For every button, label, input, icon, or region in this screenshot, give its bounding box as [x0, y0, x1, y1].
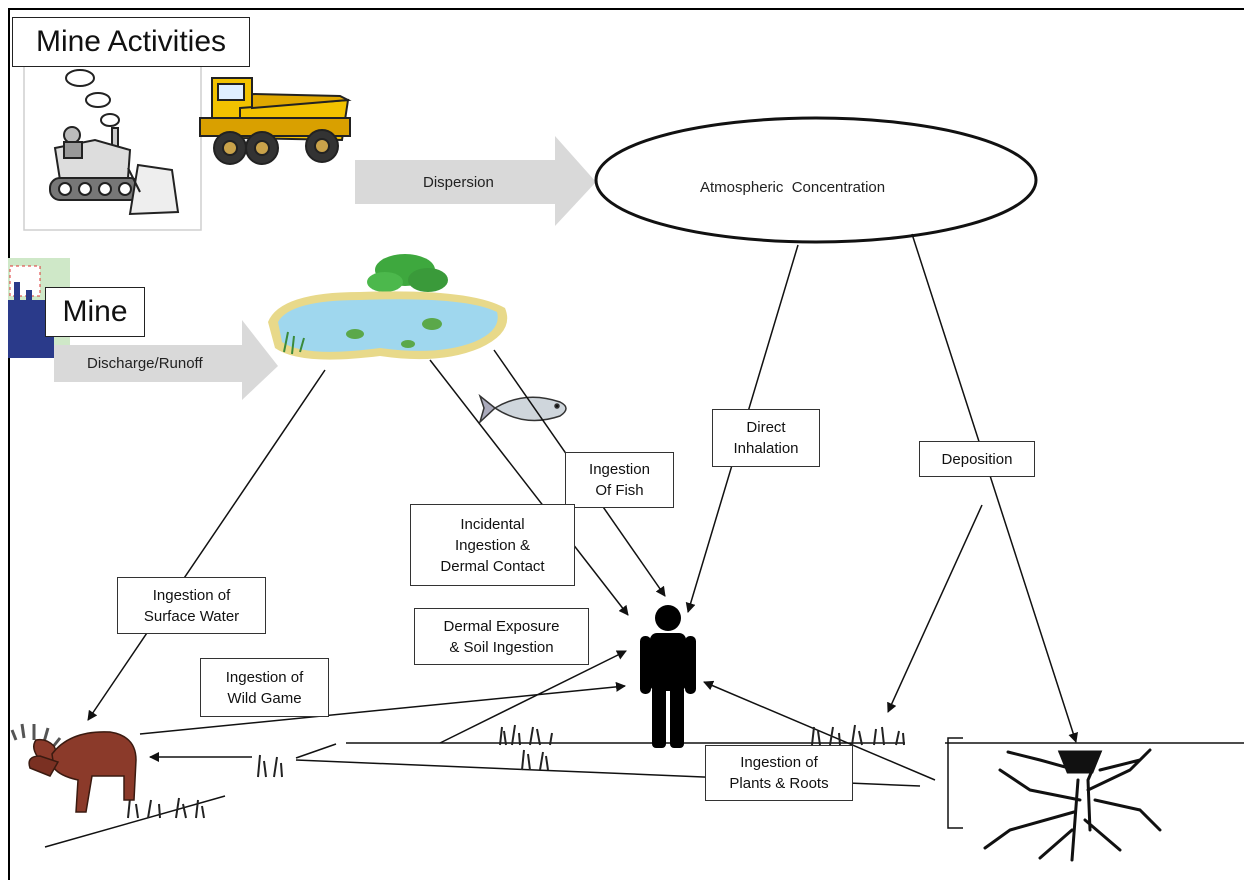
mine-activities-title: Mine Activities: [12, 17, 250, 67]
pond-icon: [268, 254, 508, 360]
wild-game-box: Ingestion of Wild Game: [200, 658, 329, 717]
atmospheric-concentration-label: Atmospheric Concentration: [700, 179, 886, 196]
diagram-frame: [8, 8, 1244, 880]
dermal-exposure-box: Dermal Exposure & Soil Ingestion: [414, 608, 589, 665]
discharge-runoff-label: Discharge/Runoff: [87, 355, 203, 372]
fish-icon: [478, 393, 567, 425]
atmosphere-ellipse: [594, 116, 1038, 244]
roots-icon: [983, 748, 1162, 862]
dump-truck-icon: [199, 77, 352, 165]
dispersion-arrow: [355, 136, 596, 226]
person-icon: [640, 605, 696, 748]
grass-icon: [127, 724, 905, 819]
dispersion-label: Dispersion: [423, 174, 494, 191]
ingestion-of-fish-box: Ingestion Of Fish: [565, 452, 674, 508]
plants-roots-box: Ingestion of Plants & Roots: [705, 745, 853, 801]
incidental-ingestion-box: Incidental Ingestion & Dermal Contact: [410, 504, 575, 586]
deposition-box: Deposition: [919, 441, 1035, 477]
direct-inhalation-box: Direct Inhalation: [712, 409, 820, 467]
moose-icon: [10, 723, 137, 813]
discharge-arrow: [54, 320, 278, 400]
mine-label: Mine: [45, 287, 145, 337]
surface-water-box: Ingestion of Surface Water: [117, 577, 266, 634]
bulldozer-icon: [49, 69, 180, 216]
